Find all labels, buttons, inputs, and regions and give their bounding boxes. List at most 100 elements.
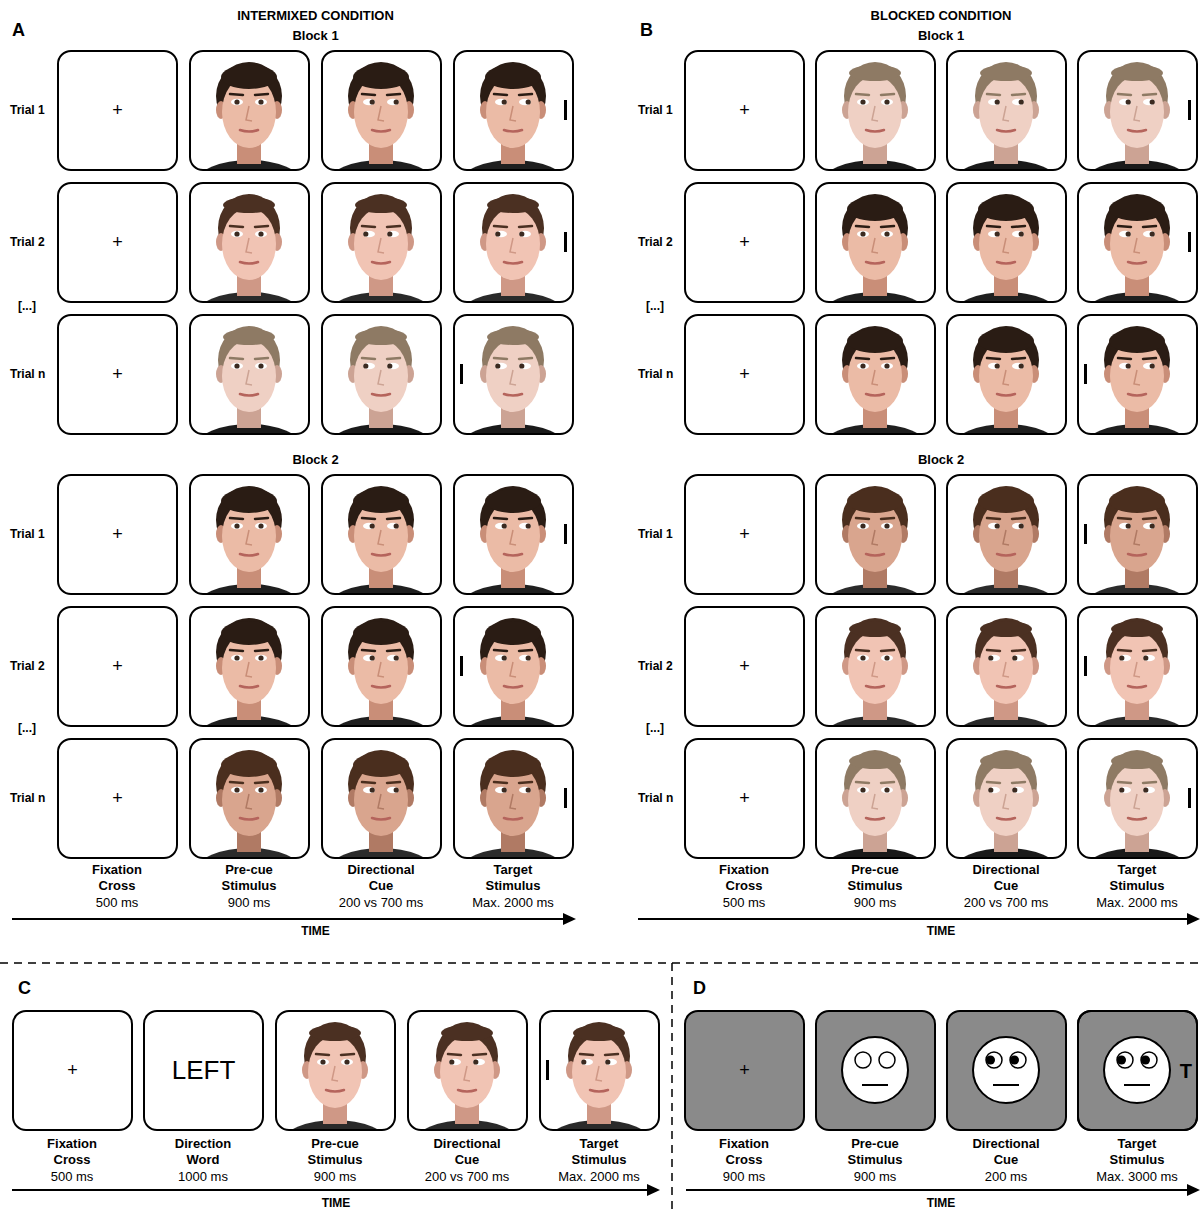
target-bar bbox=[1188, 788, 1191, 808]
face-eye bbox=[231, 99, 243, 105]
face-brow bbox=[856, 782, 869, 783]
face-photo bbox=[954, 62, 1058, 169]
face-fringe bbox=[353, 489, 409, 513]
face-photo bbox=[1085, 62, 1189, 169]
face-nose bbox=[1003, 794, 1009, 809]
face-iris bbox=[988, 655, 993, 660]
face-eye bbox=[857, 655, 869, 661]
phase-name: Fixation Cross bbox=[702, 1136, 786, 1168]
face-brow bbox=[987, 94, 1000, 95]
face-photo bbox=[329, 486, 433, 593]
panel-letter: C bbox=[18, 978, 31, 998]
face-iris bbox=[1012, 655, 1017, 660]
face-fringe bbox=[1109, 197, 1165, 221]
face-mouth bbox=[997, 262, 1015, 264]
face-nose bbox=[246, 238, 252, 253]
stimulus-frame bbox=[816, 739, 935, 858]
face-fringe bbox=[487, 329, 539, 345]
trial-label: Trial 2 bbox=[638, 234, 673, 250]
arrow-head bbox=[1187, 1184, 1200, 1196]
face-eye bbox=[495, 655, 507, 661]
arrow-head bbox=[563, 913, 576, 925]
stimulus-frame: + bbox=[12, 1010, 133, 1131]
face-fringe bbox=[847, 329, 903, 353]
face-brow bbox=[987, 650, 1000, 651]
face-skin bbox=[486, 340, 540, 412]
stimulus-frame bbox=[947, 315, 1066, 434]
face-photo bbox=[197, 750, 301, 857]
face-iris bbox=[519, 363, 524, 368]
face-photo bbox=[823, 486, 927, 593]
face-brow bbox=[1012, 782, 1025, 783]
stimulus-frame bbox=[322, 315, 441, 434]
face-mouth bbox=[504, 554, 522, 556]
face-fringe bbox=[355, 197, 407, 213]
phase-duration: 500 ms bbox=[55, 895, 179, 911]
stimulus-frame: T bbox=[1077, 1010, 1198, 1131]
schematic-eye bbox=[855, 1052, 871, 1068]
frame-text: LEFT bbox=[172, 1056, 236, 1085]
panel-heading: Block 1 bbox=[841, 28, 1041, 44]
time-axis-label: TIME bbox=[891, 1196, 991, 1210]
trial-label: [...] bbox=[646, 720, 664, 736]
phase-duration: 900 ms bbox=[187, 895, 311, 911]
stimulus-frame bbox=[322, 607, 441, 726]
face-brow bbox=[230, 782, 243, 783]
schematic-mouth bbox=[862, 1084, 888, 1086]
face-photo bbox=[823, 194, 927, 301]
face-photo bbox=[823, 750, 927, 857]
stimulus-frame bbox=[190, 315, 309, 434]
face-eye bbox=[495, 523, 507, 529]
face-fringe bbox=[978, 489, 1034, 513]
phase-name: Target Stimulus bbox=[557, 1136, 641, 1168]
face-nose bbox=[1003, 106, 1009, 121]
face-eye bbox=[1012, 655, 1024, 661]
stimulus-frame: + bbox=[57, 606, 178, 727]
face-eye bbox=[988, 523, 1000, 529]
face-eye bbox=[988, 363, 1000, 369]
face-eye bbox=[519, 655, 531, 661]
face-eye bbox=[1143, 363, 1155, 369]
face-photo bbox=[197, 486, 301, 593]
phase-duration: 900 ms bbox=[273, 1169, 397, 1185]
stimulus-frame bbox=[1078, 607, 1197, 726]
panel-divider bbox=[671, 963, 673, 1212]
face-mouth bbox=[1128, 130, 1146, 132]
stimulus-frame bbox=[408, 1011, 527, 1130]
face-iris bbox=[1143, 787, 1148, 792]
stimulus-frame bbox=[947, 475, 1066, 594]
face-nose bbox=[246, 794, 252, 809]
panel-heading: Block 1 bbox=[216, 28, 416, 44]
face-iris bbox=[995, 363, 1000, 368]
face-mouth bbox=[590, 1090, 608, 1092]
face-iris bbox=[495, 231, 500, 236]
face-photo bbox=[1085, 750, 1189, 857]
time-axis bbox=[638, 918, 1192, 920]
stimulus-frame bbox=[454, 315, 573, 434]
face-mouth bbox=[1128, 394, 1146, 396]
face-photo bbox=[461, 62, 565, 169]
stimulus-frame bbox=[1078, 183, 1197, 302]
face-brow bbox=[1012, 650, 1025, 651]
face-mouth bbox=[1128, 818, 1146, 820]
face-eye bbox=[1143, 523, 1155, 529]
face-brow bbox=[255, 226, 268, 227]
phase-duration: 900 ms bbox=[813, 1169, 937, 1185]
face-nose bbox=[872, 370, 878, 385]
face-nose bbox=[1134, 238, 1140, 253]
face-iris bbox=[1126, 231, 1131, 236]
face-photo bbox=[283, 1022, 387, 1129]
face-iris bbox=[258, 99, 263, 104]
face-iris bbox=[1019, 523, 1024, 528]
face-eye bbox=[1119, 787, 1131, 793]
face-fringe bbox=[485, 621, 541, 645]
face-iris bbox=[234, 523, 239, 528]
face-fringe bbox=[309, 1025, 361, 1041]
stimulus-frame bbox=[947, 51, 1066, 170]
face-skin bbox=[848, 632, 902, 704]
frame-text: + bbox=[112, 525, 123, 545]
face-eye bbox=[1119, 363, 1131, 369]
face-iris bbox=[1150, 231, 1155, 236]
face-eye bbox=[387, 523, 399, 529]
phase-duration: 200 vs 700 ms bbox=[319, 895, 443, 911]
